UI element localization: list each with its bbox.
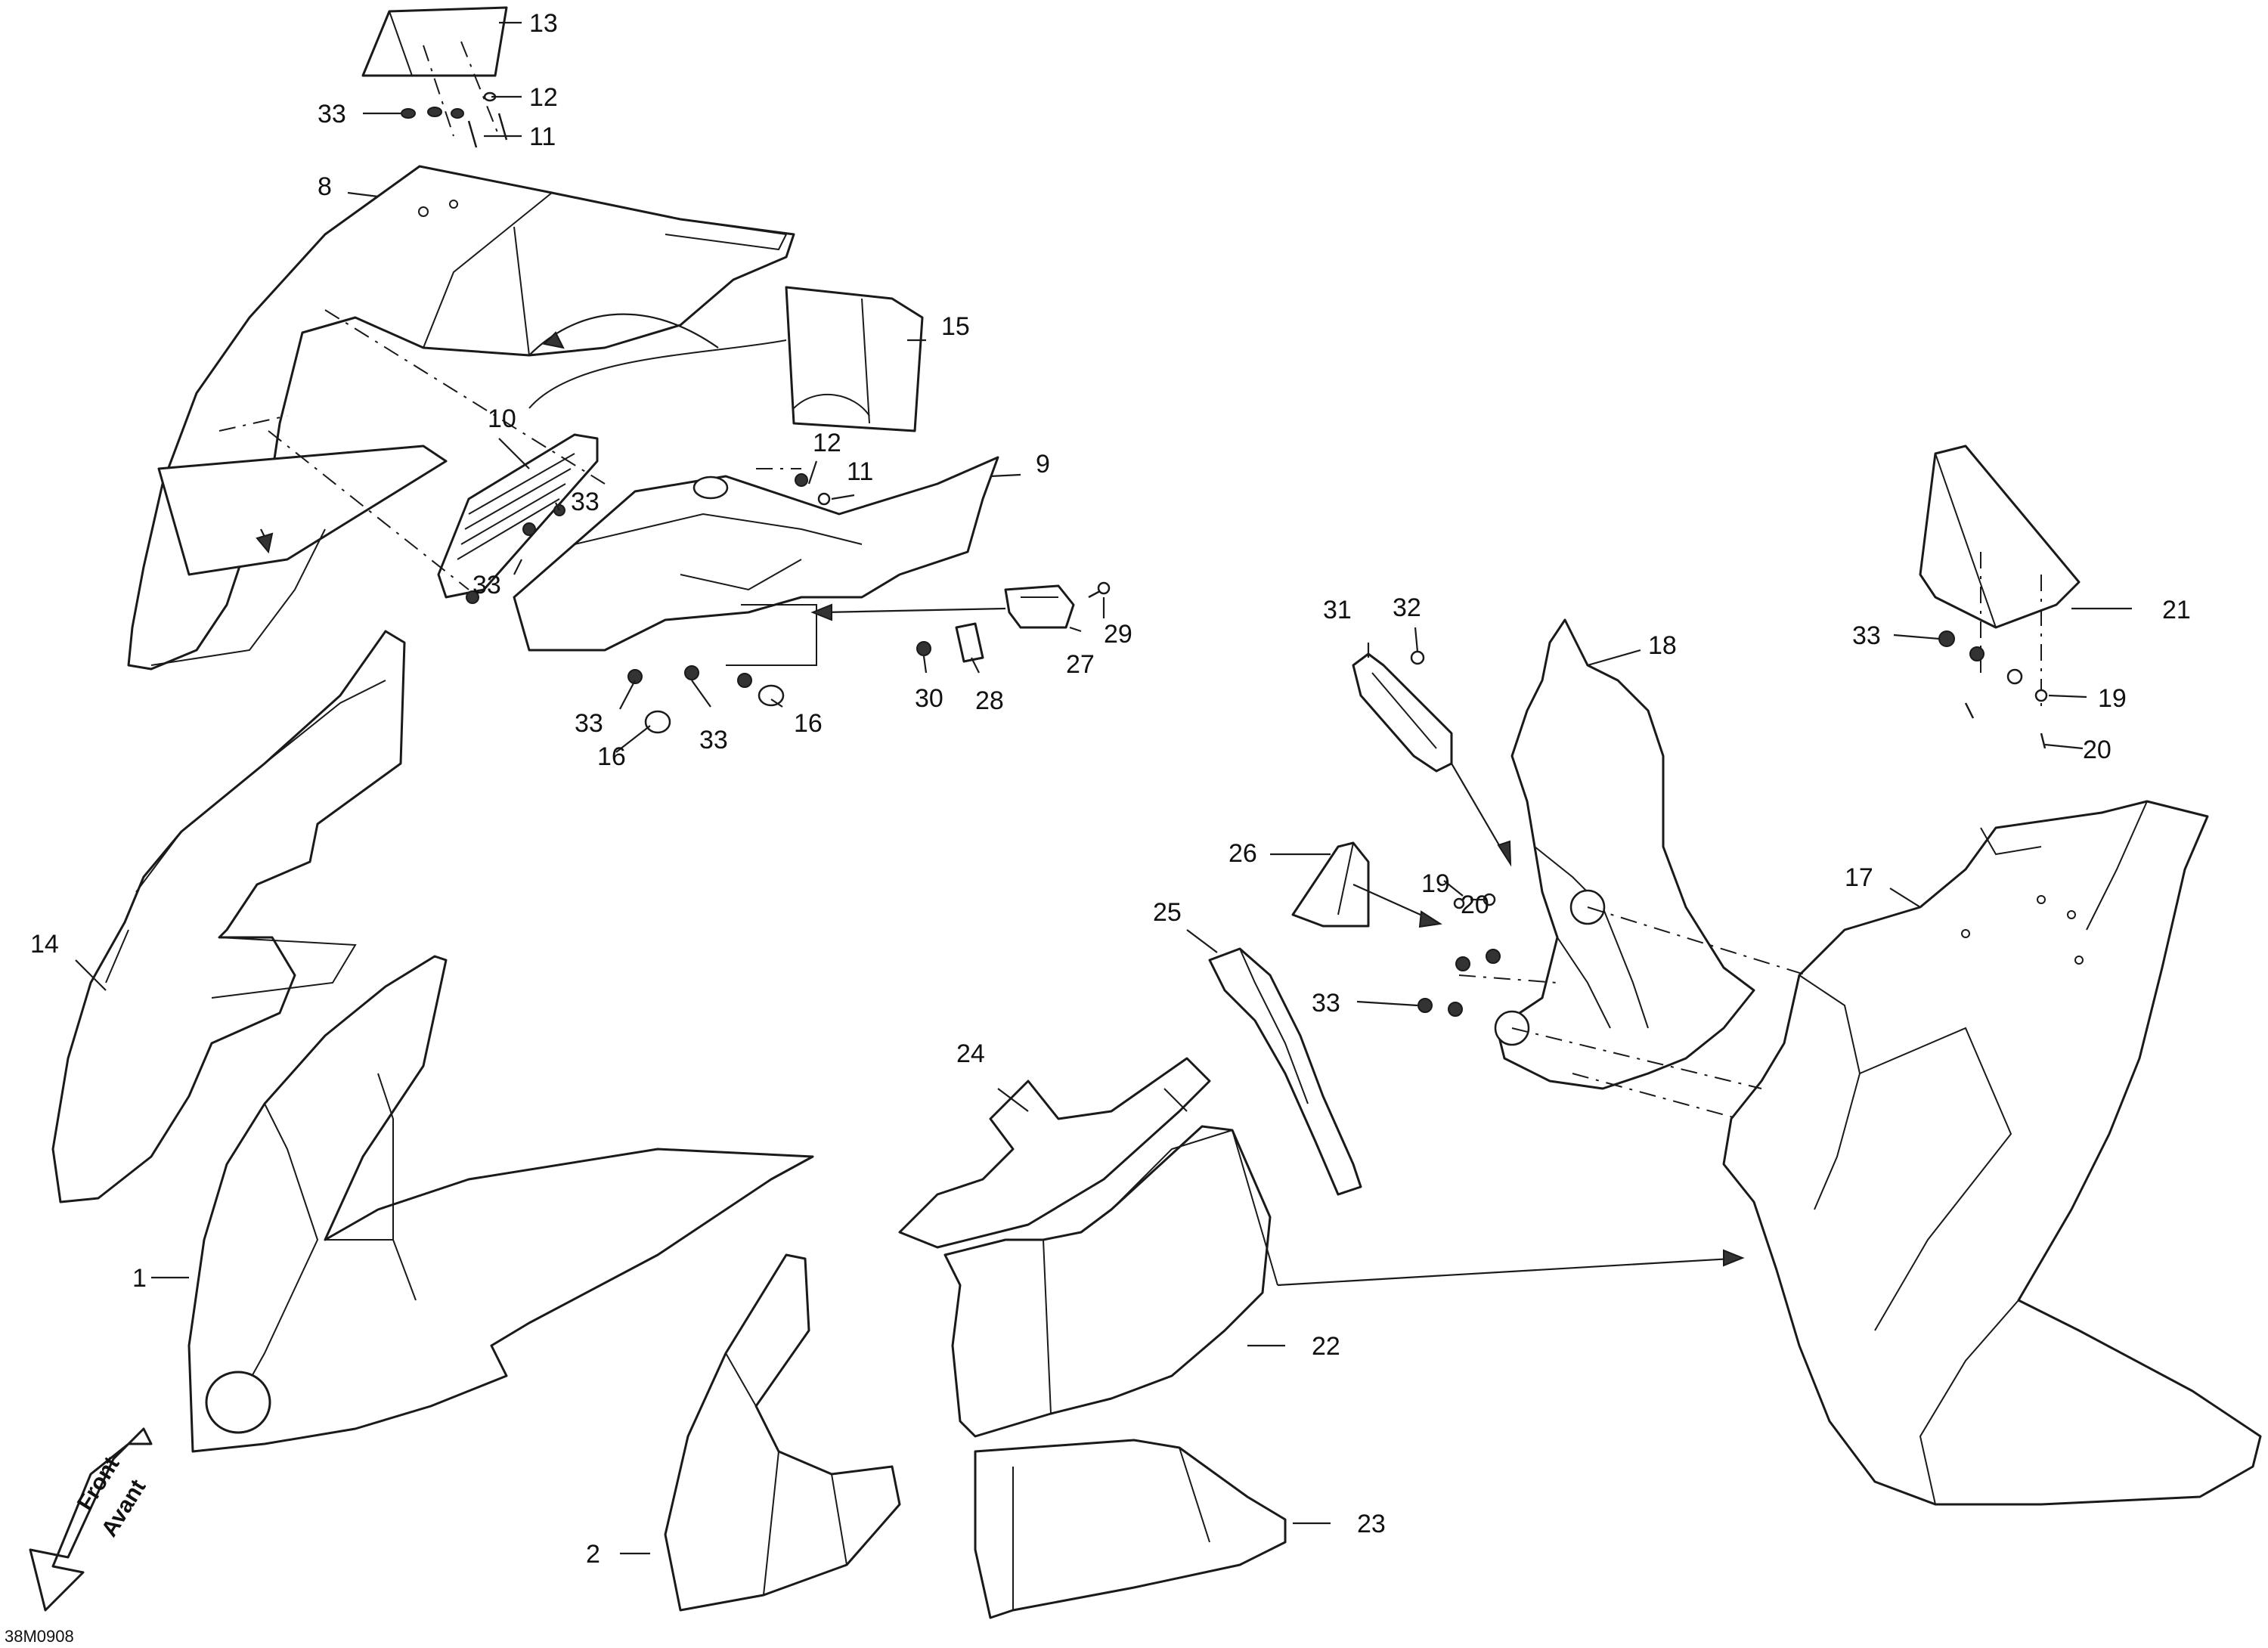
callout-23: 23 xyxy=(1357,1510,1386,1538)
callout-12-top: 12 xyxy=(529,83,558,112)
callout-22: 22 xyxy=(1312,1332,1340,1361)
part-22-panel xyxy=(943,1125,1278,1438)
part-21-hardware xyxy=(1938,630,2048,749)
part-32-fastener xyxy=(1410,650,1425,665)
drawing-reference: 38M0908 xyxy=(5,1627,74,1646)
part-14-side-panel xyxy=(51,630,406,1203)
callout-19-right: 19 xyxy=(2098,684,2127,713)
callout-31: 31 xyxy=(1323,596,1352,624)
callout-21: 21 xyxy=(2162,596,2191,624)
callout-27: 27 xyxy=(1066,650,1095,679)
callout-17: 17 xyxy=(1845,863,1873,892)
part-28-clip xyxy=(955,622,984,663)
part-21-panel xyxy=(1919,445,2081,711)
alignment-lines xyxy=(218,309,1808,1120)
callout-9: 9 xyxy=(1036,450,1050,479)
callout-16-right: 16 xyxy=(794,709,823,738)
callout-33-grille-left: 33 xyxy=(472,571,501,599)
callout-11-mid: 11 xyxy=(847,457,873,486)
callout-8: 8 xyxy=(318,172,332,201)
callout-numbers: 13 12 11 33 8 15 10 12 11 9 33 33 29 27 … xyxy=(30,9,2191,1569)
front-direction-arrow: Front Avant xyxy=(29,1427,153,1612)
callout-29: 29 xyxy=(1104,620,1132,649)
part-15-panel xyxy=(785,286,924,432)
callout-10: 10 xyxy=(488,404,516,433)
callout-33-lower-mid: 33 xyxy=(699,726,728,754)
part-1-front-panel xyxy=(187,955,814,1453)
part-9-bracket xyxy=(513,456,999,666)
callout-14: 14 xyxy=(30,930,59,959)
callout-33-top: 33 xyxy=(318,100,346,129)
callout-12-mid: 12 xyxy=(813,429,841,457)
callout-33-lower-left: 33 xyxy=(575,709,603,738)
callout-33-mid: 33 xyxy=(1312,989,1340,1018)
callout-28: 28 xyxy=(975,686,1004,715)
part-18-hardware xyxy=(1418,893,1501,1017)
part-2-lower-panel xyxy=(664,1253,901,1612)
callout-11-top: 11 xyxy=(529,122,556,151)
callout-33-grille-right: 33 xyxy=(571,488,600,516)
part-8-upper-panel xyxy=(127,165,795,671)
callout-1: 1 xyxy=(132,1264,147,1293)
callout-20-mid: 20 xyxy=(1461,891,1489,919)
part-24-panel xyxy=(898,1057,1211,1249)
part-13-hardware xyxy=(401,91,508,148)
callout-30: 30 xyxy=(915,684,943,713)
part-26-wedge xyxy=(1291,841,1370,928)
callout-19-mid: 19 xyxy=(1421,869,1450,898)
part-29-screw xyxy=(1088,581,1111,599)
motion-arrows xyxy=(256,313,1745,1287)
callout-25: 25 xyxy=(1153,898,1182,927)
callout-13: 13 xyxy=(529,9,558,38)
part-17-nose-cone xyxy=(1722,800,2262,1506)
part-23-panel xyxy=(974,1439,1287,1619)
part-27-latch xyxy=(1004,584,1075,629)
callout-15: 15 xyxy=(941,312,970,341)
part-25-strip xyxy=(1208,947,1362,1196)
part-13-panel xyxy=(361,6,508,137)
part-31-strap xyxy=(1352,652,1453,773)
part-18-bracket xyxy=(1494,618,1755,1090)
callout-18: 18 xyxy=(1648,631,1677,660)
callout-2: 2 xyxy=(586,1540,600,1569)
callout-33-right: 33 xyxy=(1852,621,1881,650)
callout-leaders xyxy=(75,21,2132,1555)
callout-32: 32 xyxy=(1393,593,1421,622)
callout-16-left: 16 xyxy=(597,742,626,771)
callout-24: 24 xyxy=(956,1039,985,1068)
part-9-hardware xyxy=(466,473,831,734)
callout-26: 26 xyxy=(1228,839,1257,868)
part-10-grille xyxy=(437,433,599,599)
part-30-nut xyxy=(916,641,931,656)
callout-20-right: 20 xyxy=(2083,736,2112,764)
